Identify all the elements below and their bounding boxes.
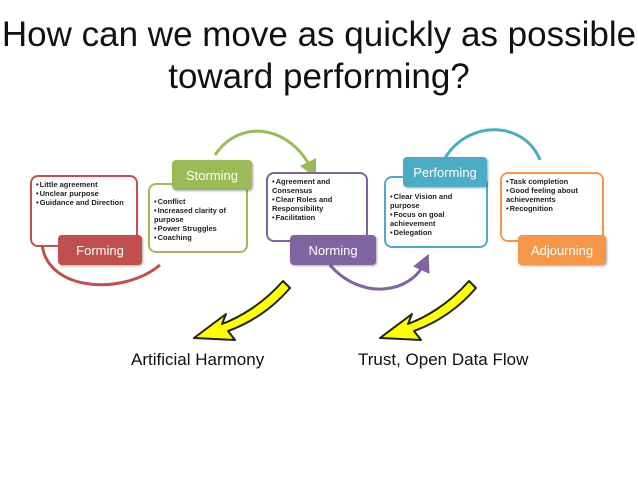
- adjourning-point: Task completion: [506, 177, 598, 186]
- performing-point: Delegation: [390, 228, 482, 237]
- forming-label: Forming: [58, 235, 142, 265]
- adjourning-point: Good feeling about achievements: [506, 186, 598, 204]
- performing-to-adjourning-arrow: [443, 128, 542, 161]
- storming-point: Increased clarity of purpose: [154, 206, 242, 224]
- performing-details-box: Clear Vision and purpose Focus on goal a…: [384, 176, 488, 248]
- norming-point: Clear Roles and Responsibility: [272, 195, 362, 213]
- norming-label: Norming: [290, 235, 376, 265]
- norming-point: Agreement and Consensus: [272, 177, 362, 195]
- right-yellow-arrow-icon: [379, 280, 477, 341]
- adjourning-point: Recognition: [506, 204, 598, 213]
- adjourning-details-box: Task completion Good feeling about achie…: [500, 172, 604, 242]
- norming-to-performing-arrow: [328, 253, 430, 291]
- storming-label: Storming: [172, 160, 252, 190]
- adjourning-label: Adjourning: [518, 235, 606, 265]
- storming-point: Coaching: [154, 233, 242, 242]
- storming-point: Conflict: [154, 197, 242, 206]
- artificial-harmony-caption: Artificial Harmony: [131, 350, 265, 369]
- forming-to-storming-arrow: [40, 237, 161, 287]
- norming-details-box: Agreement and Consensus Clear Roles and …: [266, 172, 368, 242]
- storming-point: Power Struggles: [154, 224, 242, 233]
- slide-title: How can we move as quickly as possible t…: [1, 15, 637, 96]
- norming-point: Facilitation: [272, 213, 362, 222]
- performing-point: Clear Vision and purpose: [390, 192, 482, 210]
- trust-open-data-flow-caption: Trust, Open Data Flow: [358, 350, 529, 369]
- performing-label: Performing: [403, 157, 487, 187]
- storming-to-norming-arrow: [213, 129, 317, 179]
- left-yellow-arrow-icon: [193, 280, 291, 341]
- performing-point: Focus on goal achievement: [390, 210, 482, 228]
- forming-point: Unclear purpose: [36, 189, 132, 198]
- forming-point: Guidance and Direction: [36, 198, 132, 207]
- forming-point: Little agreement: [36, 180, 132, 189]
